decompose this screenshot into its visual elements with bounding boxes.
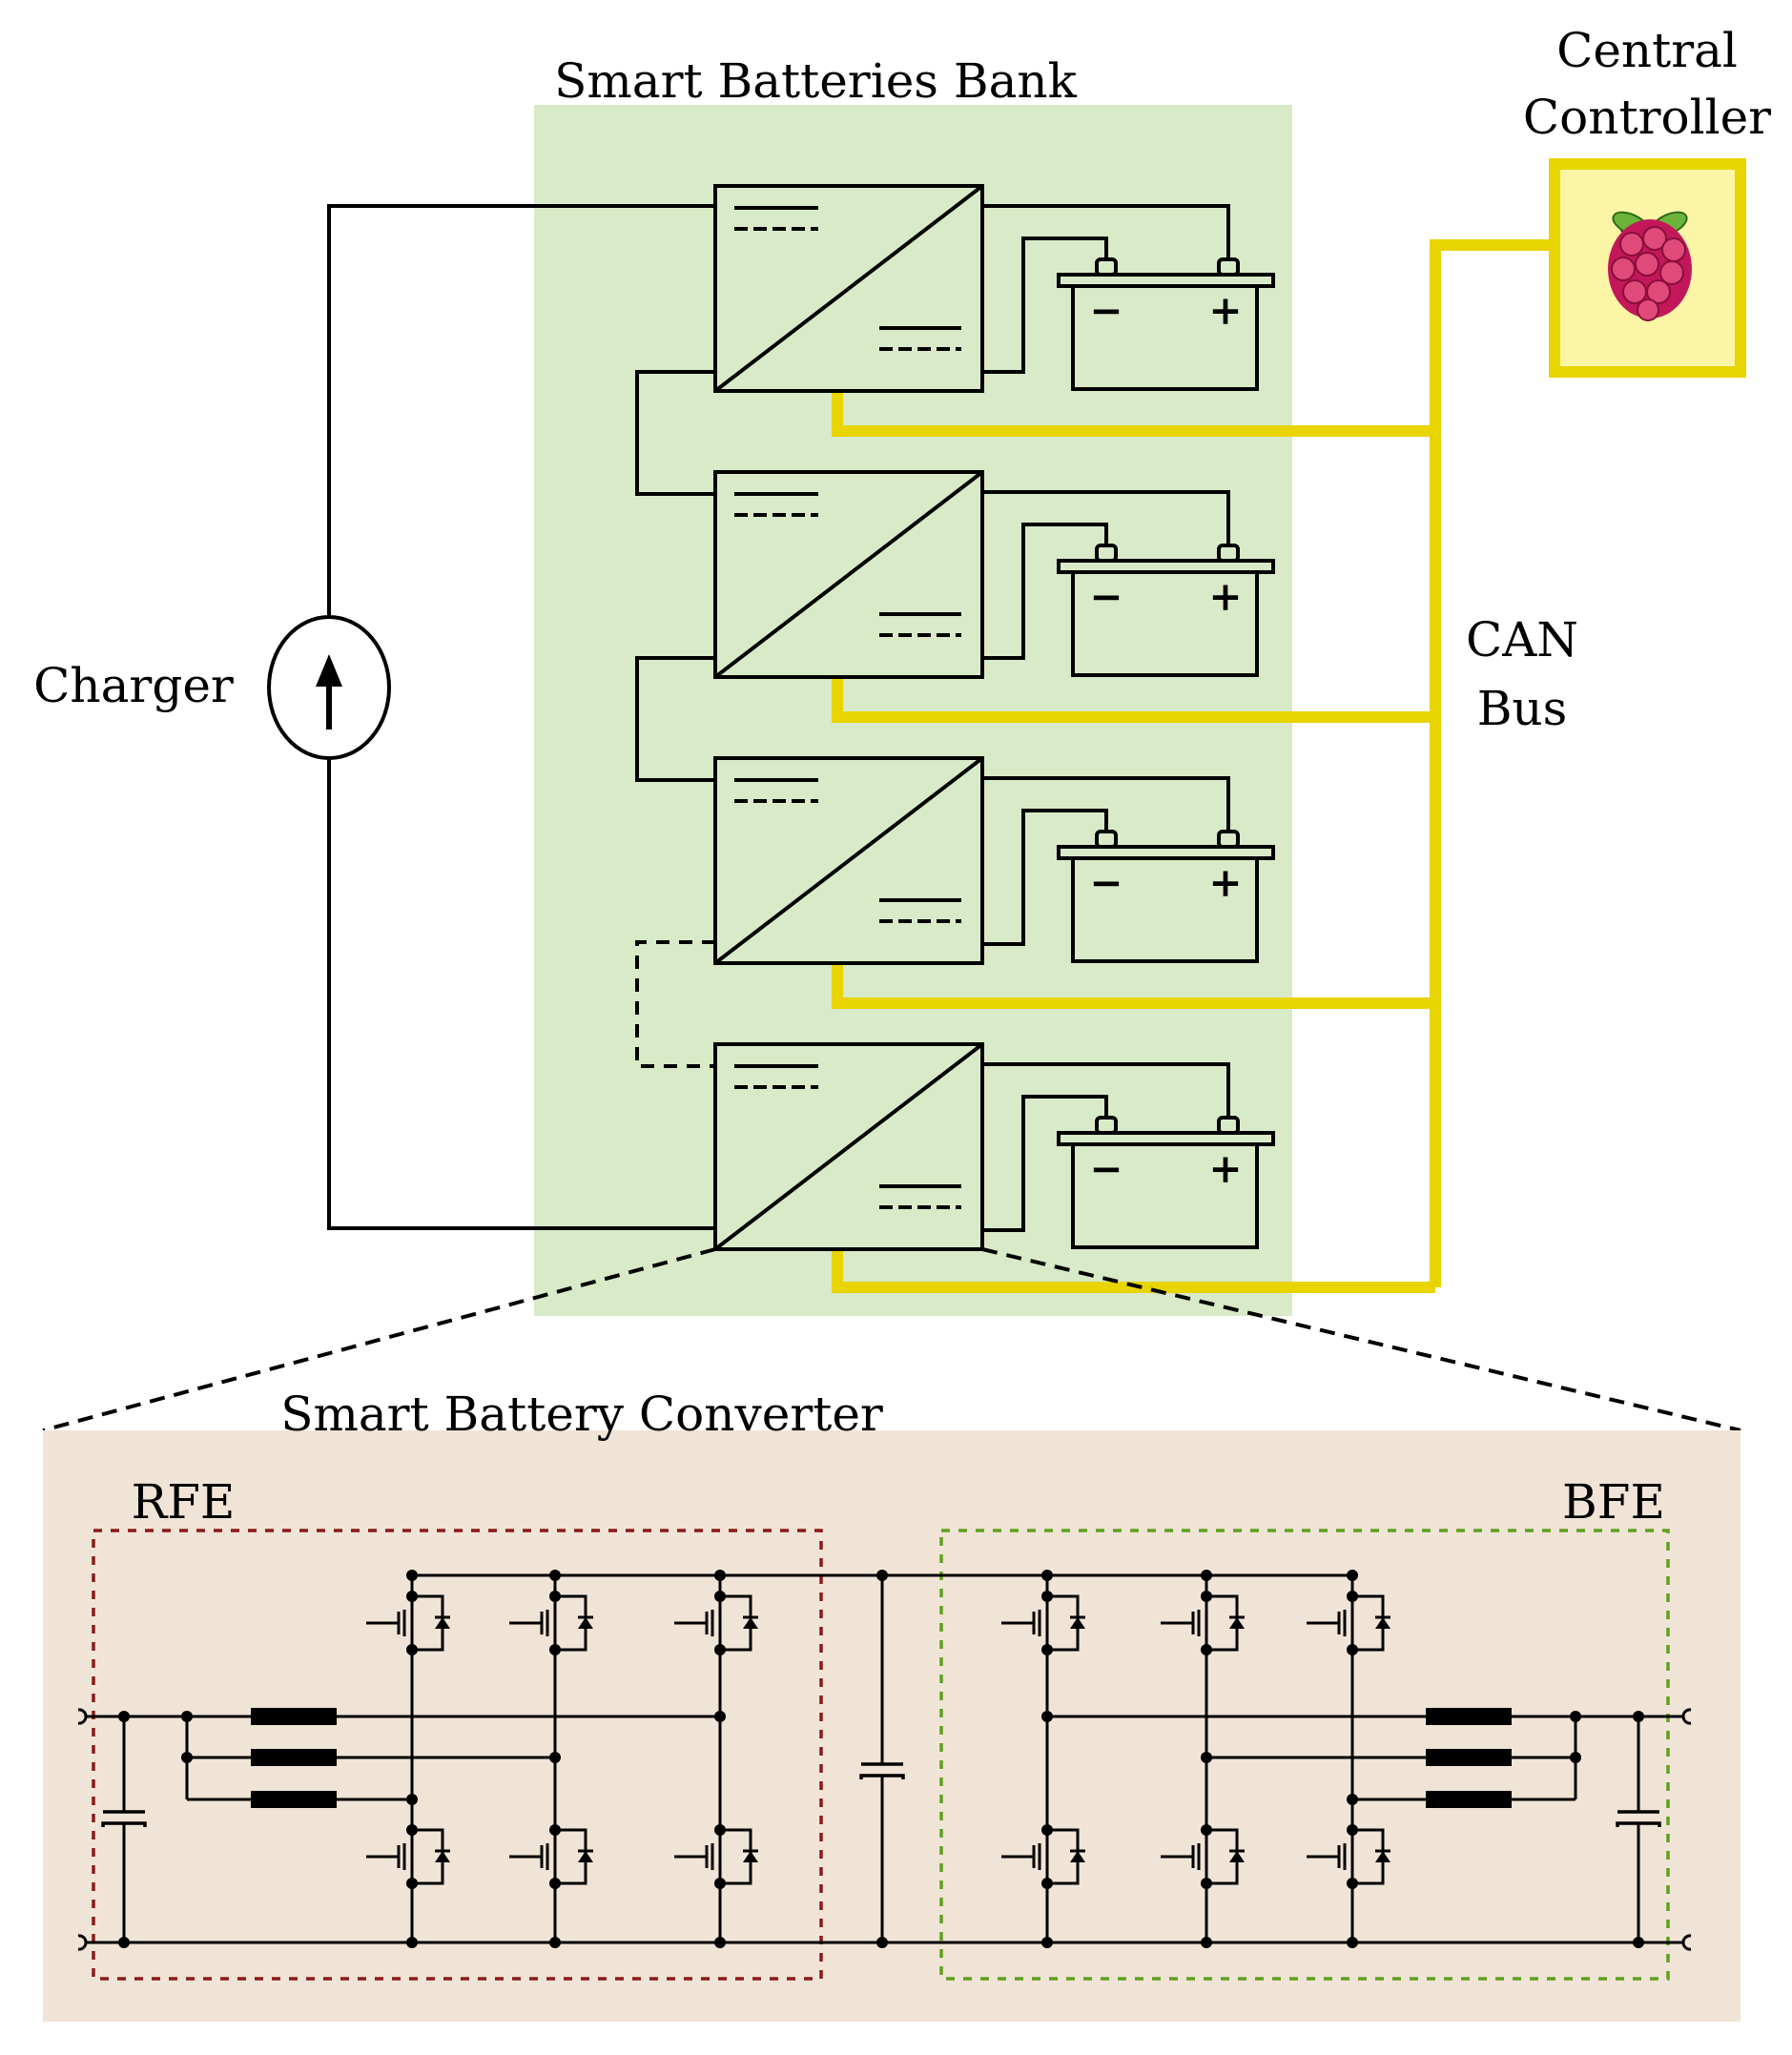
mosfet-lower-bfe-2 — [1161, 1824, 1245, 1889]
mosfet-upper-rfe-3 — [674, 1591, 758, 1655]
battery-plus: + — [1208, 573, 1242, 620]
batteries-bank-area — [534, 105, 1292, 1316]
battery-minus: − — [1089, 1145, 1123, 1192]
battery-plus: + — [1208, 859, 1242, 906]
mosfet-lower-rfe-1 — [366, 1824, 450, 1889]
mosfet-upper-bfe-1 — [1001, 1591, 1085, 1655]
battery-minus: − — [1089, 859, 1123, 906]
battery-icon: − + — [1057, 544, 1275, 677]
junction-dots — [118, 1570, 1644, 1948]
dc-dc-converter-icon — [713, 184, 984, 393]
mosfet-upper-bfe-3 — [1307, 1591, 1390, 1655]
mosfet-lower-bfe-1 — [1001, 1824, 1085, 1889]
battery-icon: − + — [1057, 1116, 1275, 1249]
can-bus-label-line2: Bus — [1477, 681, 1568, 736]
converter-battery-wires — [982, 204, 1230, 374]
converter-battery-wires — [982, 1062, 1230, 1232]
charger-wires — [327, 204, 715, 1230]
battery-icon: − + — [1057, 830, 1275, 963]
can-bus — [832, 239, 1555, 1293]
mosfet-lower-rfe-2 — [509, 1824, 593, 1889]
dc-dc-converter-icon — [713, 470, 984, 679]
battery-plus: + — [1208, 287, 1242, 334]
converter-battery-wires — [982, 776, 1230, 946]
converter-unit-2: − + — [713, 470, 1275, 679]
mosfet-upper-bfe-2 — [1161, 1591, 1245, 1655]
battery-minus: − — [1089, 573, 1123, 620]
dc-dc-converter-icon — [713, 756, 984, 965]
converter-battery-wires — [982, 490, 1230, 660]
terminals — [77, 1708, 1692, 1951]
batteries-bank-title: Smart Batteries Bank — [554, 53, 1077, 109]
charger-label: Charger — [33, 658, 234, 713]
controller-label-line1: Central — [1556, 23, 1738, 78]
raspberry-pi-icon — [1608, 211, 1692, 321]
converter-unit-3: − + — [713, 756, 1275, 965]
controller-label-line2: Controller — [1523, 90, 1771, 145]
series-links — [635, 370, 715, 1068]
converter-unit-1: − + — [713, 184, 1275, 393]
converter-detail-area — [43, 1430, 1741, 2022]
rfe-region — [92, 1529, 823, 1981]
mosfet-lower-bfe-3 — [1307, 1824, 1390, 1889]
bfe-label: BFE — [1562, 1474, 1665, 1530]
rfe-label: RFE — [132, 1474, 236, 1530]
battery-icon: − + — [1057, 257, 1275, 391]
can-bus-label-line1: CAN — [1466, 612, 1578, 668]
battery-minus: − — [1089, 287, 1123, 334]
inductors — [251, 1708, 1512, 1808]
capacitors — [101, 1762, 1661, 1827]
dc-dc-converter-icon — [713, 1042, 984, 1251]
bfe-region — [939, 1529, 1670, 1981]
converter-detail-title: Smart Battery Converter — [280, 1387, 883, 1442]
converter-unit-4: − + — [713, 1042, 1275, 1251]
mosfet-upper-rfe-1 — [366, 1591, 450, 1655]
current-source-icon — [267, 615, 391, 760]
mosfet-lower-rfe-3 — [674, 1824, 758, 1889]
battery-plus: + — [1208, 1145, 1242, 1192]
zoom-lines — [42, 1247, 1741, 1432]
mosfet-upper-rfe-2 — [509, 1591, 593, 1655]
